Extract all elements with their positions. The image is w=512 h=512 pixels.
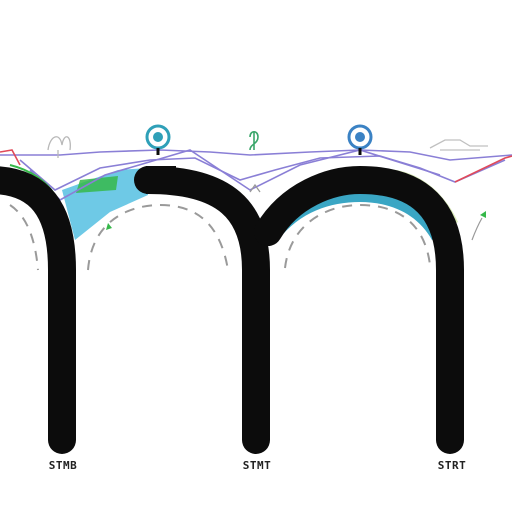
figure-icon [47, 136, 71, 158]
wire-top [0, 149, 512, 161]
dashed-guides [9, 203, 431, 271]
dashed-arc-middle [87, 203, 229, 271]
dashed-arc-left [9, 204, 39, 271]
wire-red-right [454, 155, 512, 183]
wire-network [0, 149, 512, 201]
wire-lower [29, 149, 441, 201]
arch-right [254, 165, 464, 454]
arch-middle-cap [146, 166, 176, 194]
hook-icon [249, 183, 261, 193]
arch-left [0, 166, 76, 454]
wire-red-left [0, 149, 21, 166]
hook-icon [249, 130, 259, 151]
node-icon [347, 124, 373, 155]
pillar-labels: STMB STMT STRT [49, 459, 467, 472]
flag-icon [471, 211, 486, 241]
arches [0, 165, 464, 454]
green-region [76, 176, 118, 193]
pillar-label-middle: STMT [243, 459, 272, 472]
pillar-label-right: STRT [438, 459, 467, 472]
node-icon [145, 124, 171, 155]
figure-icon [429, 139, 488, 151]
flag-icon [106, 223, 112, 230]
pillar-label-left: STMB [49, 459, 78, 472]
